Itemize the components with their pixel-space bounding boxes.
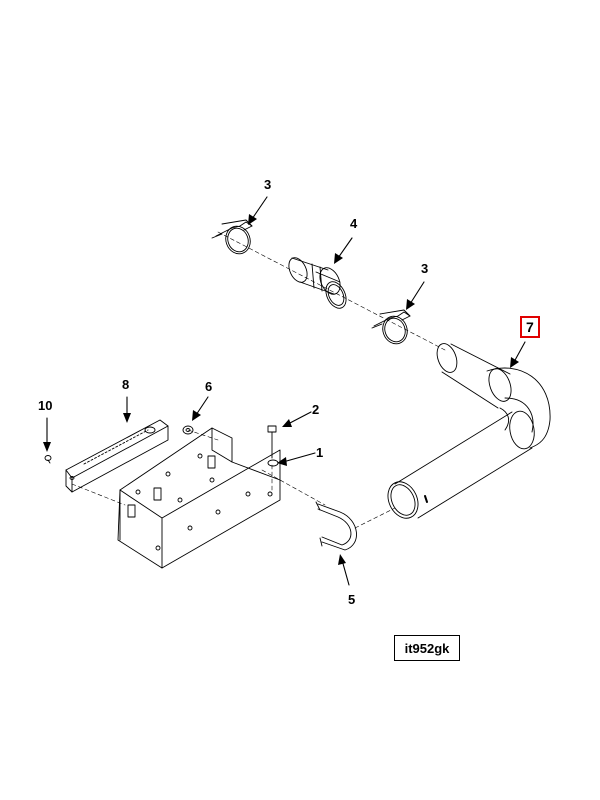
u-bolt bbox=[315, 501, 357, 551]
callout-6-nut[interactable]: 6 bbox=[205, 379, 213, 394]
hose-clamp-lower bbox=[371, 309, 411, 345]
callout-3-upper-clamp[interactable]: 3 bbox=[264, 177, 272, 192]
figure-id-label: it952gk bbox=[394, 635, 460, 661]
callout-8-plate[interactable]: 8 bbox=[122, 377, 130, 392]
arrow-heads bbox=[43, 214, 519, 565]
nut bbox=[182, 425, 194, 435]
callout-1-washer[interactable]: 1 bbox=[316, 445, 324, 460]
leader-arrows bbox=[46, 196, 526, 586]
coupling-hose bbox=[288, 257, 347, 309]
exhaust-pipe bbox=[387, 343, 551, 519]
callout-7-exhaust-pipe[interactable]: 7 bbox=[520, 316, 540, 338]
screw bbox=[44, 455, 52, 464]
mounting-bracket bbox=[117, 427, 281, 569]
mounting-plate bbox=[65, 419, 169, 493]
callout-10-screw[interactable]: 10 bbox=[38, 398, 53, 413]
callout-4-coupling[interactable]: 4 bbox=[350, 216, 358, 231]
callout-2-bolt[interactable]: 2 bbox=[312, 402, 320, 417]
callout-5-u-bolt[interactable]: 5 bbox=[348, 592, 356, 607]
hose-clamp-upper bbox=[211, 219, 253, 255]
bolt bbox=[267, 425, 277, 459]
callout-3-lower-clamp[interactable]: 3 bbox=[421, 261, 429, 276]
washer bbox=[267, 459, 279, 467]
